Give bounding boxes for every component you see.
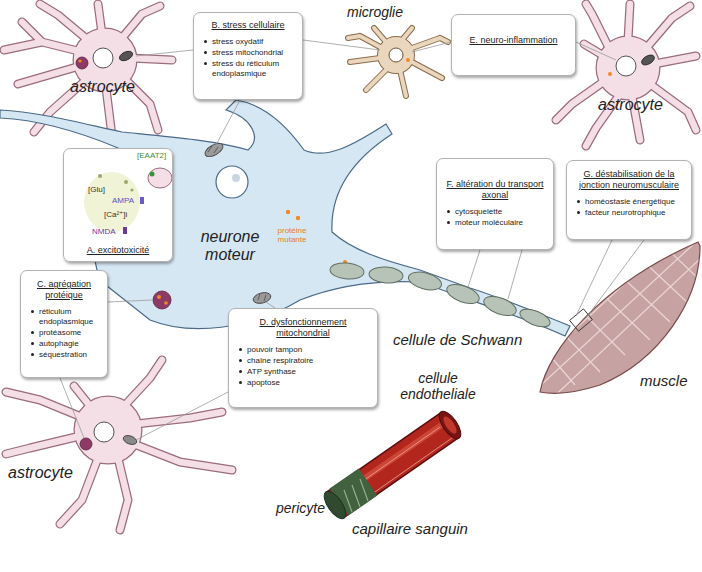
cell-name: astrocyte [70,78,135,96]
bullet-item: pouvoir tampon [239,345,370,355]
bullet-item: homéostasie énergétique [577,197,684,207]
box-heading: B. stress cellulaire [201,20,295,31]
cell-name: neurone moteur [190,228,270,265]
process-box: F. altération du transport axonal cytosqu… [436,158,554,250]
box-heading: C. agrégation protéique [28,279,100,301]
bullet-text: stress oxydatif [212,37,263,47]
bullet-dot [31,331,34,334]
bullet-dot [31,342,34,345]
molecule-label: [Ca²⁺]i [104,210,127,219]
cell-name: astrocyte [598,96,663,114]
box-heading: G. déstabilisation de la jonction neurom… [574,169,684,191]
bullet-item: apoptose [239,378,370,388]
bullet-item: moteur moléculaire [447,218,546,228]
bullet-item: ATP synthase [239,367,370,377]
bullet-dot [204,62,207,65]
bullet-dot [31,310,34,313]
bullet-text: chaîne respiratoire [247,356,313,366]
bullet-text: moteur moléculaire [455,218,523,228]
bullet-text: réticulum endoplasmique [39,307,100,327]
cell-name: muscle [640,372,688,389]
bullet-item: facteur neurotrophique [577,208,684,218]
bullet-text: protéasome [39,328,81,338]
protein-label: protéine mutante [272,226,312,244]
bullet-dot [31,353,34,356]
bullet-item: séquestration [31,350,100,360]
bullet-dot [239,370,242,373]
process-box: E. neuro-inflammation [451,14,576,76]
bullet-dot [239,359,242,362]
box-heading: F. altération du transport axonal [444,179,546,201]
box-heading: E. neuro-inflammation [459,35,568,46]
receptor-label: NMDA [92,227,116,236]
bullet-dot [447,221,450,224]
bullet-item: réticulum endoplasmique [31,307,100,327]
receptor-label: AMPA [112,196,134,205]
molecule-label: [Glu] [88,185,105,194]
bullet-text: cytosquelette [455,207,502,217]
process-box: B. stress cellulairestress oxydatifstres… [193,12,303,100]
bullet-text: ATP synthase [247,367,296,377]
bullet-text: apoptose [247,378,280,388]
bullet-item: stress mitochondrial [204,48,295,58]
process-box: D. dysfonctionnement mitochondrial pouvoi… [228,308,378,408]
bullet-item: protéasome [31,328,100,338]
bullet-dot [447,210,450,213]
box-heading: D. dysfonctionnement mitochondrial [236,317,370,339]
bullet-item: stress du réticulum endoplasmique [204,59,295,79]
bullet-dot [204,51,207,54]
box-heading: A. excitotoxicité [71,245,165,256]
bullet-item: stress oxydatif [204,37,295,47]
cell-name: cellule de Schwann [393,331,522,348]
process-box: G. déstabilisation de la jonction neurom… [566,160,692,240]
cell-name: pericyte [276,500,325,516]
bullet-item: chaîne respiratoire [239,356,370,366]
process-box: C. agrégation protéique réticulum endopla… [20,270,108,378]
cell-name: microglie [347,4,403,20]
bullet-dot [239,381,242,384]
bullet-text: pouvoir tampon [247,345,302,355]
bullet-dot [577,211,580,214]
bullet-dot [239,348,242,351]
bullet-item: cytosquelette [447,207,546,217]
bullet-text: autophagie [39,339,79,349]
bullet-text: stress du réticulum endoplasmique [212,59,295,79]
bullet-dot [204,40,207,43]
bullet-text: homéostasie énergétique [585,197,675,207]
bullet-item: autophagie [31,339,100,349]
bullet-dot [577,200,580,203]
molecule-label: [EAAT2] [137,151,166,160]
bullet-text: séquestration [39,350,87,360]
cell-name: astrocyte [8,464,73,482]
cell-name: cellule endotheliale [395,370,481,402]
cell-name: capillaire sanguin [352,520,468,537]
bullet-text: stress mitochondrial [212,48,283,58]
bullet-text: facteur neurotrophique [585,208,666,218]
